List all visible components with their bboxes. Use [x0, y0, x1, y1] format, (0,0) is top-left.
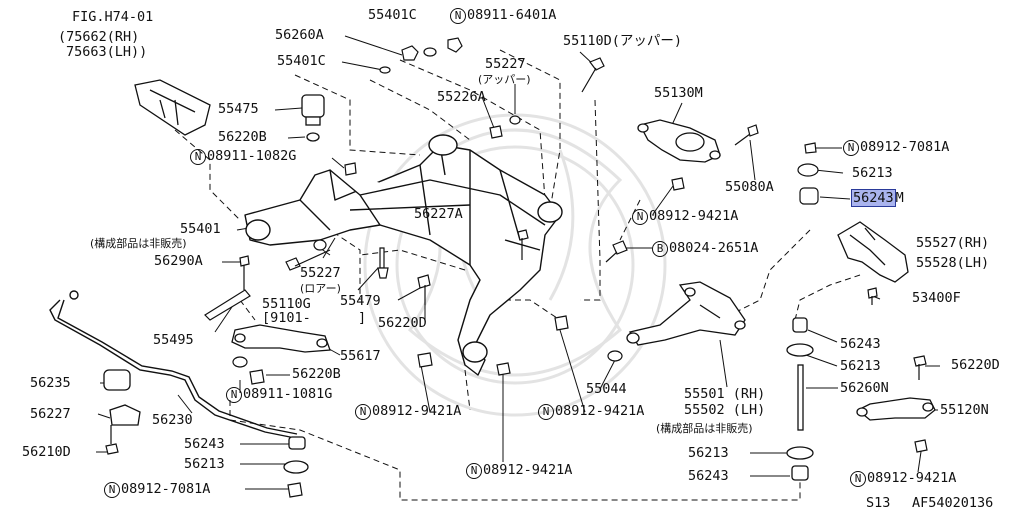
hardware-small [232, 37, 928, 498]
circle-n-icon: N [355, 404, 371, 420]
circle-n-icon: N [632, 209, 648, 225]
part-56213-top[interactable]: 56213 [852, 165, 893, 181]
part-56290A[interactable]: 56290A [154, 253, 203, 269]
part-56220B-lower[interactable]: 56220B [292, 366, 341, 382]
fig-ref-bracket [134, 79, 211, 136]
part-55227-upper-note: (アッパー) [478, 73, 531, 86]
highlight-box: 56243 [851, 189, 896, 207]
circle-n-icon: N [466, 463, 482, 479]
part-55495[interactable]: 55495 [153, 332, 194, 348]
part-56230[interactable]: 56230 [152, 412, 193, 428]
part-56220D-right[interactable]: 56220D [951, 357, 1000, 373]
part-55528[interactable]: 55528(LH) [916, 255, 990, 271]
part-56243-lower[interactable]: 56243 [184, 436, 225, 452]
stabilizer-bar [49, 290, 298, 439]
part-56243-right[interactable]: 56243 [840, 336, 881, 352]
part-56210D[interactable]: 56210D [22, 444, 71, 460]
part-55475[interactable]: 55475 [218, 101, 259, 117]
part-56243-bottom[interactable]: 56243 [688, 468, 729, 484]
watermark [363, 113, 667, 417]
part-56260N[interactable]: 56260N [840, 380, 889, 396]
circle-n-icon: N [104, 482, 120, 498]
part-56213-lower[interactable]: 56213 [184, 456, 225, 472]
stabilizer-bushing [103, 369, 141, 426]
footer-code: AF54020136 [912, 495, 994, 510]
upper-link [637, 119, 721, 163]
fig-reference-rh: (75662(RH) [58, 29, 140, 45]
part-56235[interactable]: 56235 [30, 375, 71, 391]
part-55226A[interactable]: 55226A [437, 89, 486, 105]
circle-n-icon: N [450, 8, 466, 24]
lower-link [231, 324, 331, 353]
part-55080A[interactable]: 55080A [725, 179, 774, 195]
part-55502[interactable]: 55502 (LH) [684, 402, 766, 418]
part-55401C[interactable]: 55401C [277, 53, 326, 69]
part-55227-lower[interactable]: 55227 [300, 265, 341, 281]
part-56227A[interactable]: 56227A [414, 206, 463, 222]
circle-n-icon: N [538, 404, 554, 420]
part-55120N[interactable]: 55120N [940, 402, 989, 418]
part-53400F[interactable]: 53400F [912, 290, 961, 306]
part-55110G[interactable]: 55110G [262, 296, 311, 312]
part-56220B[interactable]: 56220B [218, 129, 267, 145]
part-55501[interactable]: 55501 (RH) [684, 386, 766, 402]
circle-n-icon: N [850, 471, 866, 487]
part-55227-lower-note: (ロアー) [300, 282, 341, 295]
link-bushings-mid [283, 436, 309, 474]
knuckle-bracket [837, 221, 909, 283]
link-rod-right [786, 317, 814, 481]
plate [204, 289, 251, 321]
circle-n-icon: N [190, 149, 206, 165]
part-55110G-note: [9101- [262, 310, 311, 326]
part-55401[interactable]: 55401 [180, 221, 221, 237]
circle-b-icon: B [652, 241, 668, 257]
part-55401-note: (構成部品は非販売) [90, 237, 187, 250]
fig-reference: FIG.H74-01 [72, 9, 154, 25]
part-56213-right[interactable]: 56213 [840, 358, 881, 374]
part-55044[interactable]: 55044 [586, 381, 627, 397]
part-55130M[interactable]: 55130M [654, 85, 703, 101]
circle-n-icon: N [226, 387, 242, 403]
part-56227[interactable]: 56227 [30, 406, 71, 422]
circle-n-icon: N [843, 140, 859, 156]
part-55110G-note-end: ] [358, 310, 367, 326]
lower-arm [626, 281, 746, 346]
part-55502-note: (構成部品は非販売) [656, 422, 753, 435]
footer-model: S13 [866, 495, 891, 510]
part-56213-lower-right[interactable]: 56213 [688, 445, 729, 461]
part-55110D[interactable]: 55110D(アッパー) [563, 33, 683, 49]
part-55479[interactable]: 55479 [340, 293, 381, 309]
part-55401C-top[interactable]: 55401C [368, 7, 417, 23]
link-right [856, 397, 936, 421]
part-55617[interactable]: 55617 [340, 348, 381, 364]
part-55227-upper[interactable]: 55227 [485, 56, 526, 72]
part-56260A[interactable]: 56260A [275, 27, 324, 43]
mount-bushing [301, 94, 325, 142]
part-55527[interactable]: 55527(RH) [916, 235, 990, 251]
part-56220D[interactable]: 56220D [378, 315, 427, 331]
bolts [105, 57, 927, 455]
rear-subframe [244, 134, 563, 376]
fig-reference-lh: 75663(LH)) [66, 44, 148, 60]
